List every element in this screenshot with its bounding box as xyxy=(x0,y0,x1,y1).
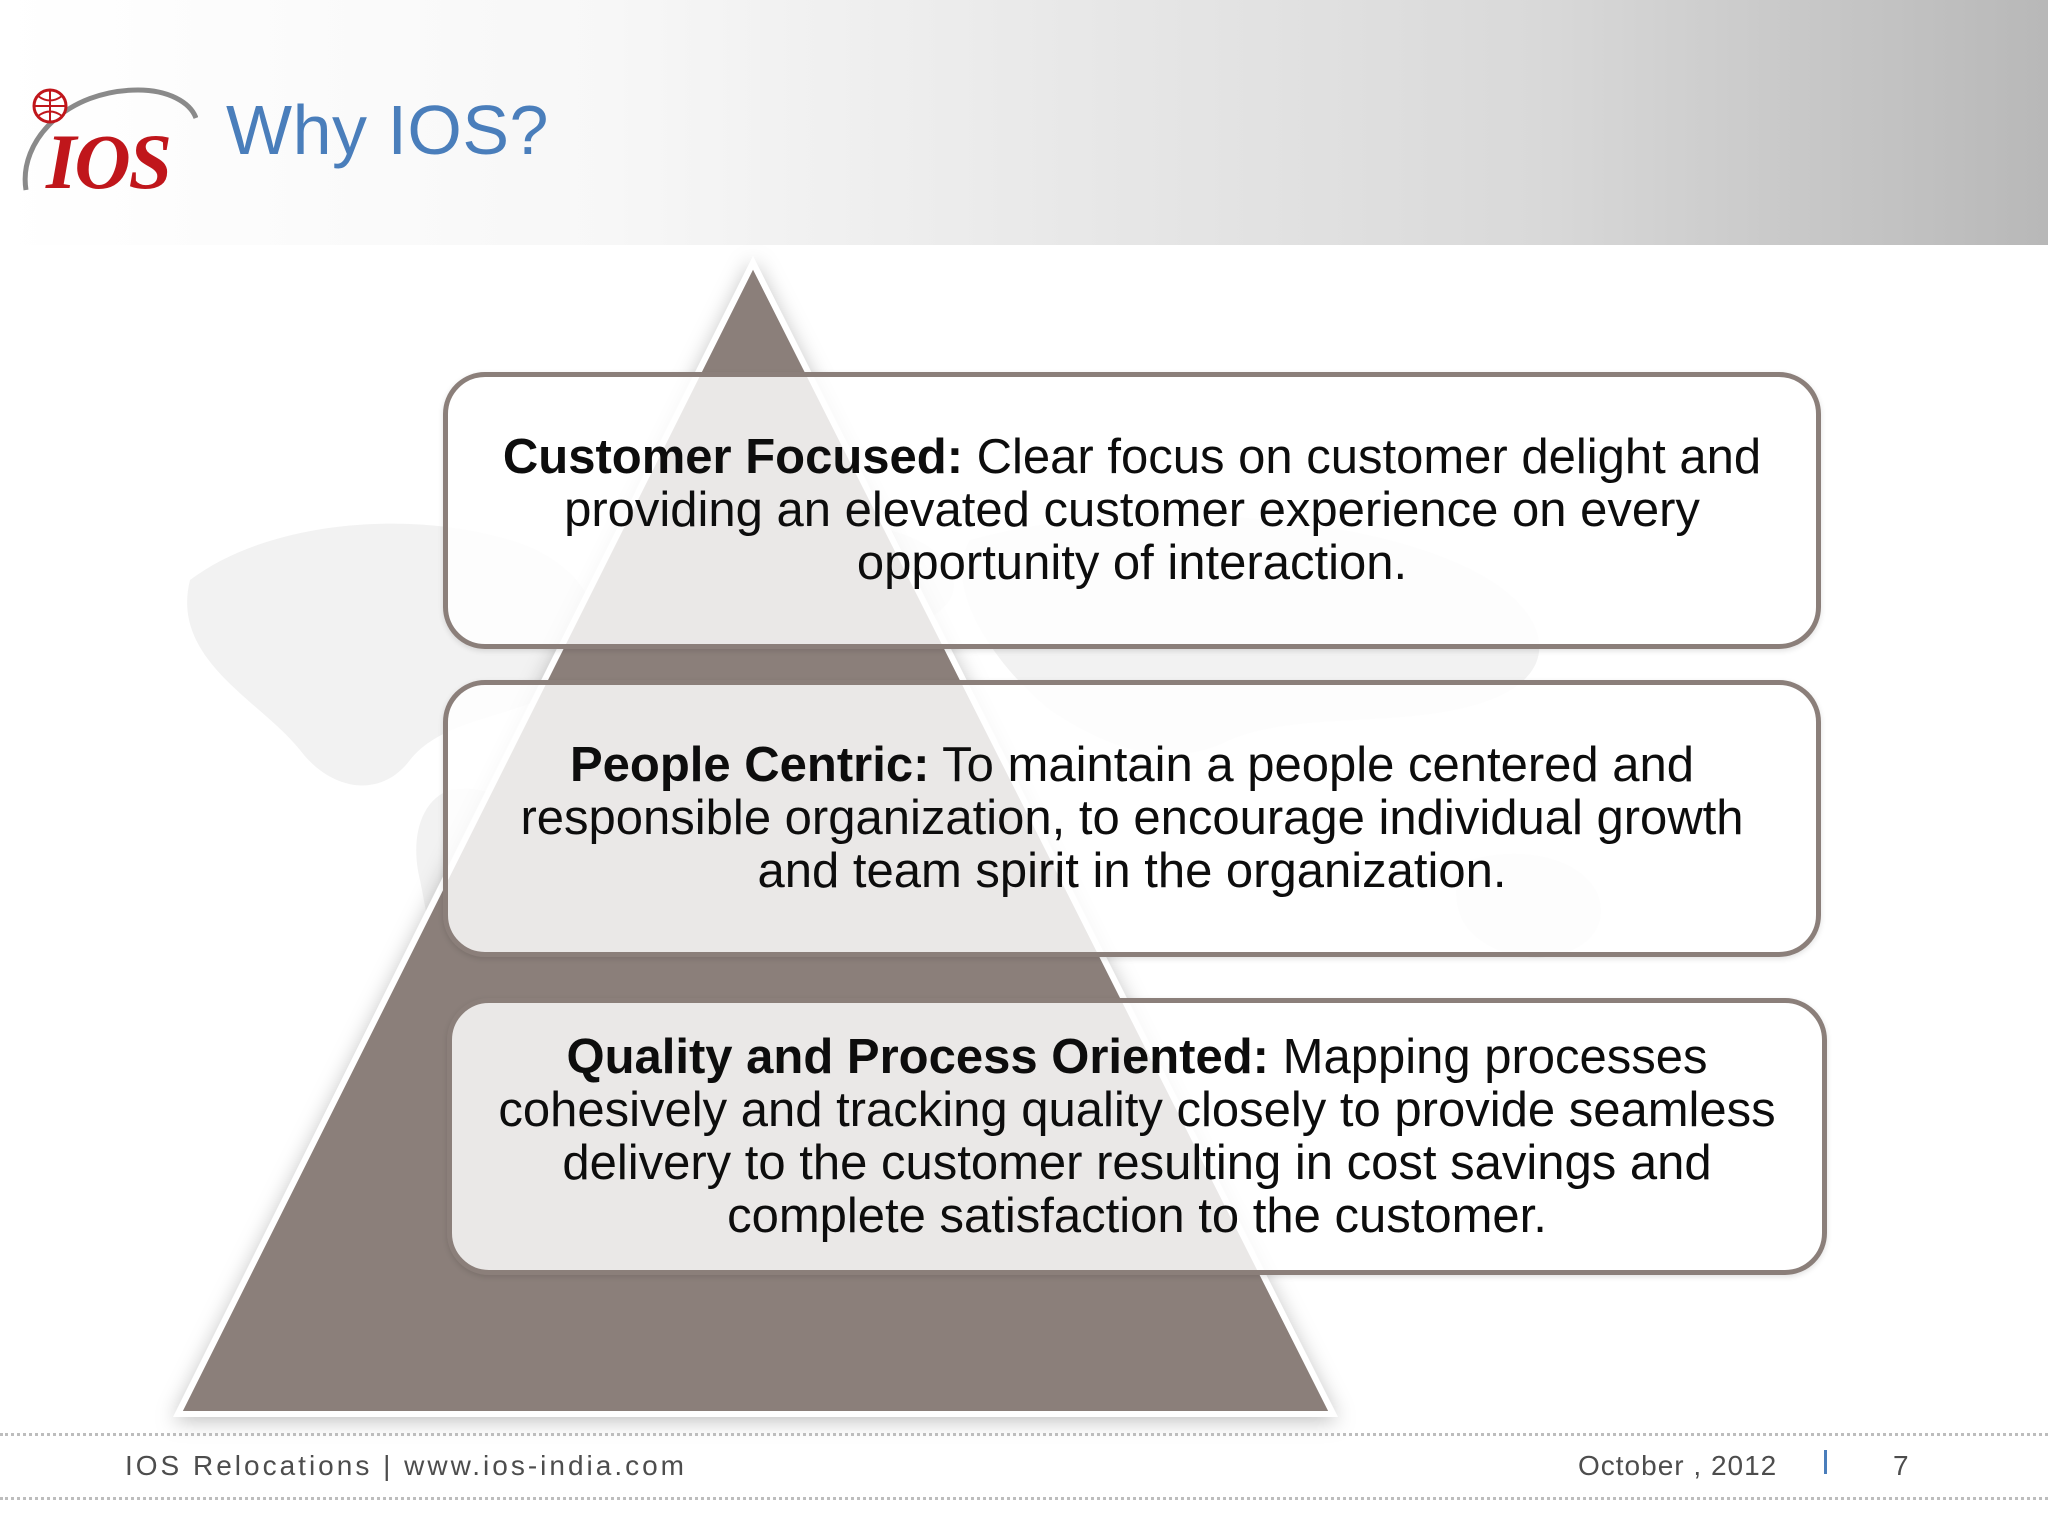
pillar-text: Quality and Process Oriented: Mapping pr… xyxy=(482,1029,1792,1243)
pillar-customer-focused: Customer Focused: Clear focus on custome… xyxy=(443,372,1821,649)
pillar-people-centric: People Centric: To maintain a people cen… xyxy=(443,680,1821,957)
pillar-quality-process: Quality and Process Oriented: Mapping pr… xyxy=(447,998,1827,1275)
footer-divider-top xyxy=(0,1433,2048,1436)
footer-separator xyxy=(1824,1450,1827,1474)
pillar-heading: Customer Focused: xyxy=(502,430,964,484)
pillar-heading: People Centric: xyxy=(569,738,930,792)
footer-date: October , 2012 xyxy=(1578,1450,1778,1481)
pillar-text: Customer Focused: Clear focus on custome… xyxy=(478,431,1786,590)
slide-title: Why IOS? xyxy=(226,91,549,169)
pillar-text: People Centric: To maintain a people cen… xyxy=(478,739,1786,898)
ios-logo: IOS xyxy=(22,87,198,200)
page-number: 7 xyxy=(1893,1450,1909,1481)
svg-text:IOS: IOS xyxy=(45,118,170,200)
pillar-body: Clear focus on customer delight and prov… xyxy=(564,430,1762,590)
footer-company: IOS Relocations | www.ios-india.com xyxy=(125,1450,687,1481)
pillar-heading: Quality and Process Oriented: xyxy=(566,1029,1270,1084)
pillar-body: Mapping processes cohesively and trackin… xyxy=(498,1029,1776,1243)
header-band xyxy=(0,0,2048,245)
pillar-body: To maintain a people centered and respon… xyxy=(520,738,1744,898)
footer-divider-bottom xyxy=(0,1497,2048,1500)
